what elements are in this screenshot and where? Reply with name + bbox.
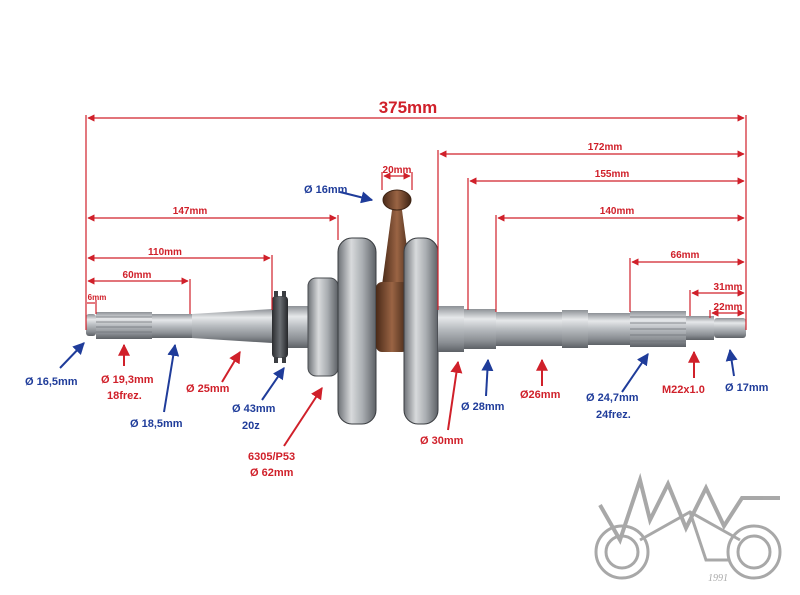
right-crank-web: [403, 237, 439, 425]
right-spline-grooves: [630, 316, 686, 342]
sprocket: [272, 296, 288, 358]
label-d62: Ø 62mm: [250, 467, 294, 479]
arrow-bearing: [283, 386, 323, 447]
label-d24-7: Ø 24,7mm: [586, 392, 639, 404]
arrow-d24-7: [621, 353, 649, 393]
right-ring: [562, 310, 588, 348]
left-shaft: [152, 314, 192, 338]
label-d16: Ø 16mm: [304, 184, 348, 196]
dim-6: 6mm: [88, 293, 107, 302]
label-d26: Ø26mm: [520, 389, 561, 401]
label-bearing: 6305/P53: [248, 451, 295, 463]
dim-22: 22mm: [714, 302, 743, 313]
label-d28: Ø 28mm: [461, 401, 505, 413]
right-collar: [438, 306, 464, 352]
left-spline-grooves: [96, 316, 152, 333]
label-teeth20: 20z: [242, 420, 260, 432]
logo-year: 1991: [708, 573, 728, 584]
dimension-lines: [85, 114, 747, 330]
conrod-small-end: [382, 189, 412, 211]
label-d17: Ø 17mm: [725, 382, 769, 394]
sprocket-teeth: [274, 291, 286, 363]
dim-66: 66mm: [671, 250, 700, 261]
label-d30: Ø 30mm: [420, 435, 464, 447]
arrow-d18-5: [163, 343, 180, 413]
dim-140: 140mm: [600, 206, 635, 217]
arrow-d28: [481, 358, 494, 397]
left-collar: [288, 306, 308, 348]
left-spline: [96, 312, 152, 339]
crankshaft: [86, 189, 746, 425]
dim-31: 31mm: [714, 282, 743, 293]
dim-172: 172mm: [588, 142, 623, 153]
arrow-d17: [725, 348, 738, 377]
motorcycle-logo-icon: 1991: [594, 472, 782, 584]
left-crank-web: [337, 237, 377, 425]
dim-147: 147mm: [173, 206, 208, 217]
right-thread: [686, 316, 714, 340]
label-thread: M22x1.0: [662, 384, 705, 396]
left-bearing: [307, 277, 339, 377]
arrow-d16-5: [59, 342, 85, 369]
label-frez18: 18frez.: [107, 390, 142, 402]
right-shaft-1: [464, 309, 496, 349]
dimension-texts: 375mm 20mm 147mm 110mm 60mm 6mm 172mm 15…: [88, 98, 743, 313]
label-d43: Ø 43mm: [232, 403, 276, 415]
right-shaft-3: [588, 313, 630, 345]
left-spline-end: [86, 314, 96, 336]
left-taper: [192, 309, 272, 343]
dim-60: 60mm: [123, 270, 152, 281]
dim-155: 155mm: [595, 169, 630, 180]
label-frez24: 24frez.: [596, 409, 631, 421]
label-d16-5: Ø 16,5mm: [25, 376, 78, 388]
right-end: [714, 318, 746, 338]
label-d19-3: Ø 19,3mm: [101, 374, 154, 386]
arrow-d30: [447, 360, 463, 431]
dim-total: 375mm: [379, 98, 438, 117]
dim-110: 110mm: [148, 247, 182, 258]
label-d25: Ø 25mm: [186, 383, 230, 395]
right-shaft-2: [496, 312, 562, 346]
arrow-d25: [221, 350, 241, 383]
dim-pin-width: 20mm: [383, 165, 412, 176]
arrow-d16: [339, 191, 374, 204]
label-d18-5: Ø 18,5mm: [130, 418, 183, 430]
callout-arrows: [59, 191, 738, 447]
callout-labels: Ø 16,5mm Ø 19,3mm 18frez. Ø 18,5mm Ø 25m…: [25, 184, 769, 479]
conrod-big-end: [376, 282, 408, 352]
arrow-d43: [261, 367, 285, 401]
